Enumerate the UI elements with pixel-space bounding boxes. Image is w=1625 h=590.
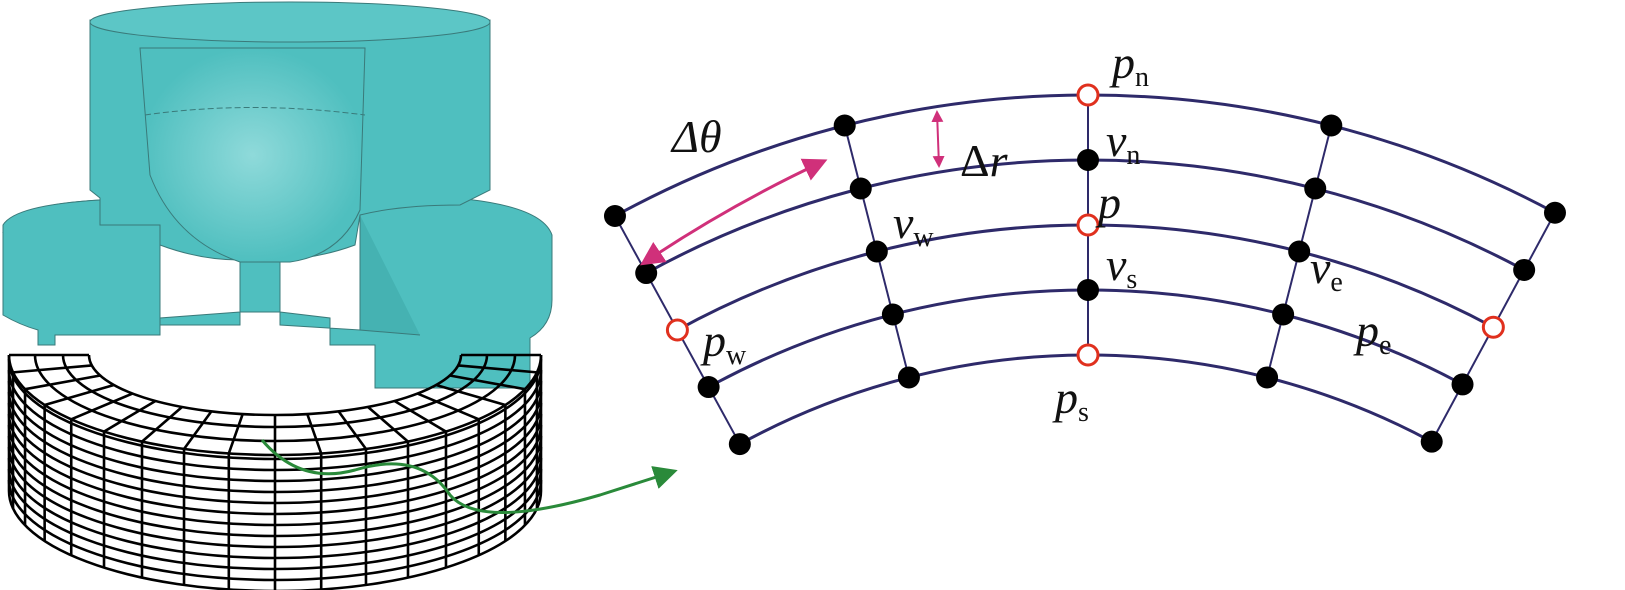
velocity-node: [1451, 373, 1474, 396]
velocity-node: [728, 433, 751, 456]
velocity-node: [1420, 430, 1443, 453]
velocity-node: [849, 177, 872, 200]
label-p-e: pe: [1356, 305, 1392, 361]
pressure-node: [1481, 315, 1505, 339]
velocity-node: [1543, 201, 1566, 224]
ring-band-line: [7, 490, 543, 590]
label-v-n: vn: [1106, 115, 1141, 171]
mesh-ring: [7, 353, 543, 590]
link-arrow: [260, 439, 678, 514]
velocity-node: [1288, 240, 1311, 263]
delta-theta-arrow: [640, 158, 828, 266]
velocity-node: [1513, 258, 1536, 281]
velocity-node: [1320, 114, 1343, 137]
velocity-node: [865, 240, 888, 263]
cutaway-model: [2, 1, 553, 389]
cylinder-top: [89, 1, 491, 43]
label-p: p: [1098, 177, 1121, 228]
ring-radial-line: [227, 413, 244, 454]
ring-radial-line: [141, 405, 183, 443]
velocity-node: [1077, 279, 1099, 301]
pressure-node: [1076, 213, 1100, 237]
label-delta-theta: Δθ: [672, 111, 722, 162]
ring-radial-line: [306, 413, 323, 454]
ring-radial-line: [44, 383, 115, 407]
delta-r-arrow: [931, 110, 945, 168]
ring-radial-line: [12, 364, 92, 374]
grid-arc: [707, 288, 1464, 389]
pressure-node: [1076, 343, 1100, 367]
ring-radial-line: [337, 410, 368, 450]
label-v-s: vs: [1106, 239, 1138, 295]
ring-radial-line: [70, 392, 134, 421]
pressure-node: [1076, 83, 1100, 107]
velocity-node: [881, 303, 904, 326]
ring-radial-line: [435, 383, 506, 407]
ring-radial-line: [449, 374, 526, 391]
label-delta-r: Δr: [960, 135, 1008, 186]
velocity-node: [897, 366, 920, 389]
velocity-node: [697, 376, 720, 399]
label-p-s: ps: [1055, 372, 1089, 428]
velocity-node: [1077, 149, 1099, 171]
velocity-node: [1304, 177, 1327, 200]
label-p-w: pw: [703, 315, 747, 371]
bowl-cavity: [139, 47, 366, 263]
polar-grid: [603, 83, 1566, 456]
ring-radial-line: [393, 399, 447, 433]
pressure-node: [665, 318, 689, 342]
velocity-node: [603, 205, 626, 228]
ring-radial-line: [182, 410, 213, 450]
label-v-e: ve: [1310, 242, 1343, 298]
velocity-node: [1272, 303, 1295, 326]
label-v-w: vw: [893, 197, 934, 253]
velocity-node: [1256, 366, 1279, 389]
ring-radial-line: [458, 364, 538, 374]
velocity-node: [833, 114, 856, 137]
ring-radial-line: [24, 374, 101, 391]
ring-radial-line: [416, 392, 480, 421]
ring-radial-line: [103, 399, 157, 433]
label-p-n: pn: [1112, 37, 1149, 93]
velocity-node: [635, 262, 658, 285]
ring-radial-line: [367, 405, 409, 443]
